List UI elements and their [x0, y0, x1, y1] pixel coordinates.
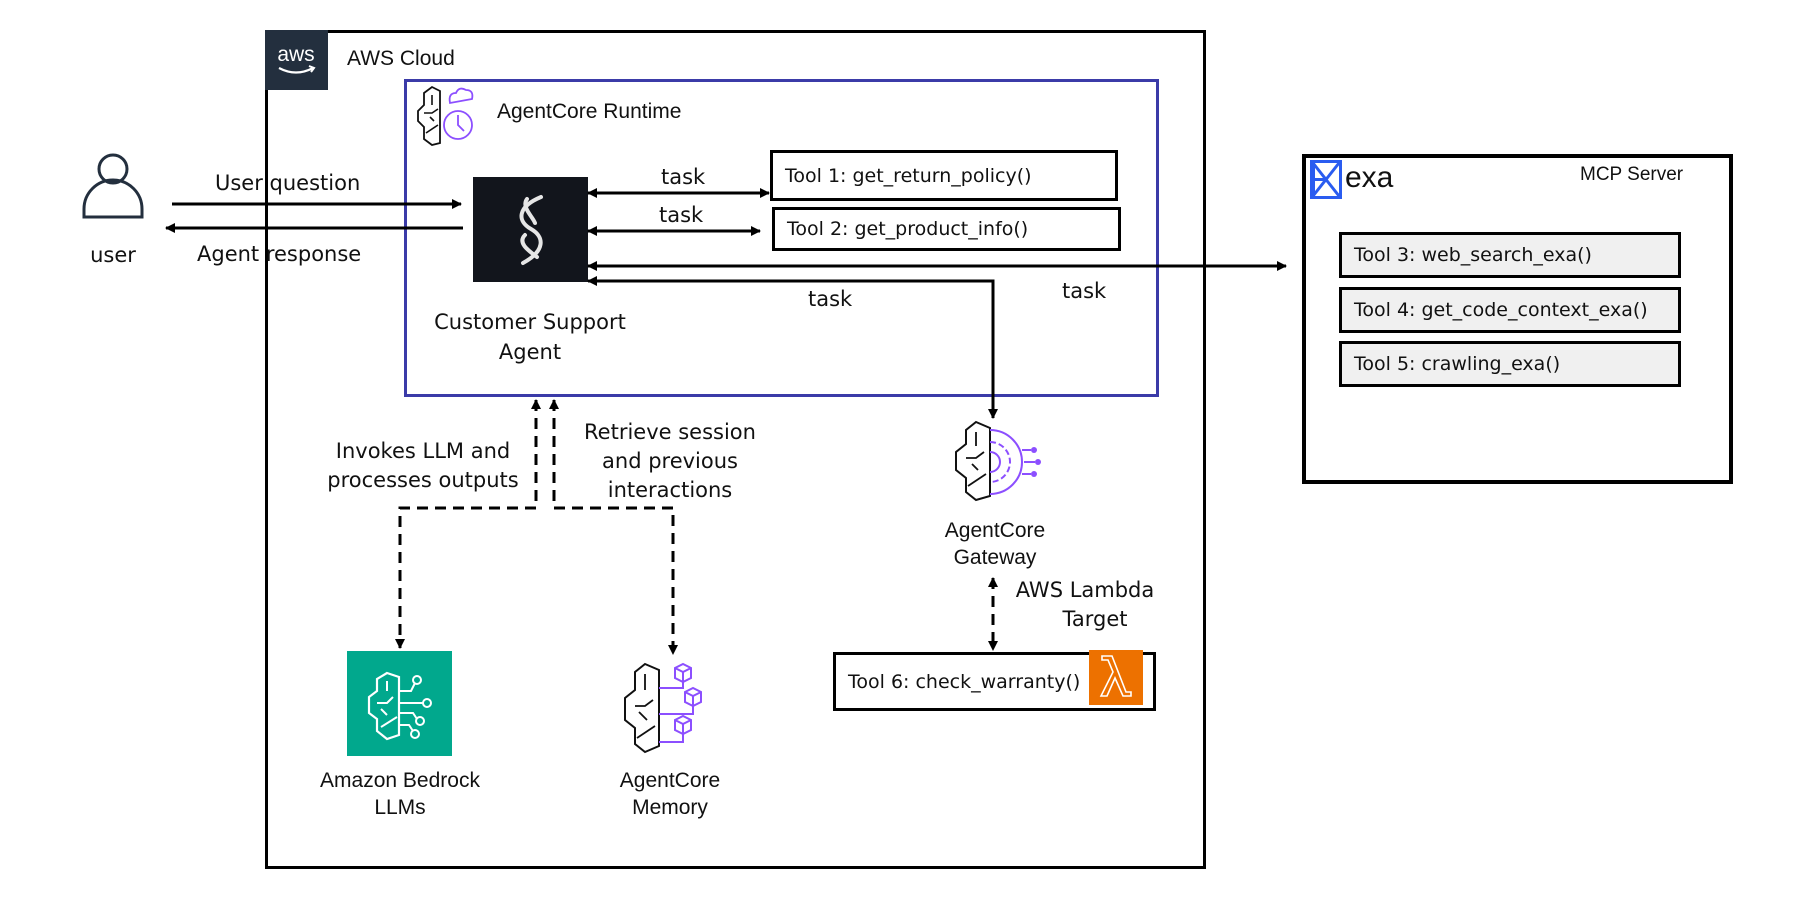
aws-lambda-icon: [1089, 650, 1143, 705]
agentcore-runtime-title: AgentCore Runtime: [497, 100, 682, 123]
user-label: user: [90, 243, 136, 267]
exa-logo-icon: [1310, 160, 1342, 199]
agent-label-line2: Agent: [498, 340, 562, 364]
aws-cloud-title: AWS Cloud: [347, 47, 455, 70]
strands-agent-icon: [519, 195, 543, 265]
agentcore-memory-icon: [624, 662, 702, 754]
gateway-task-arrow: [587, 276, 998, 419]
task-label-tool2: task: [659, 203, 704, 227]
task-label-tool1: task: [661, 165, 706, 189]
bedrock-dashed-arrow: [395, 399, 541, 649]
customer-support-agent[interactable]: [473, 177, 588, 282]
tool-2-get-product-info[interactable]: Tool 2: get_product_info(): [772, 207, 1121, 251]
memory-label-line2: Memory: [632, 796, 708, 819]
tool-5-crawling-exa[interactable]: Tool 5: crawling_exa(): [1339, 341, 1681, 387]
user-icon: [82, 153, 144, 219]
aws-cloud-boundary: [265, 30, 1206, 869]
exa-brand-text: exa: [1345, 161, 1394, 194]
user-question-label: User question: [215, 171, 361, 195]
agent-response-label: Agent response: [197, 242, 362, 266]
mcp-server-boundary: [1302, 154, 1733, 484]
gateway-label-line1: AgentCore: [944, 519, 1046, 542]
aws-logo: aws: [265, 30, 328, 90]
agentcore-runtime-icon: [417, 85, 474, 146]
lambda-target-label-line1: AWS Lambda: [1015, 578, 1155, 602]
task-label-mcp: task: [1062, 279, 1107, 303]
bedrock-label-line2: LLMs: [374, 796, 426, 819]
tool-1-get-return-policy[interactable]: Tool 1: get_return_policy(): [770, 150, 1118, 201]
tool-4-get-code-context-exa[interactable]: Tool 4: get_code_context_exa(): [1339, 287, 1681, 333]
tool-3-web-search-exa[interactable]: Tool 3: web_search_exa(): [1339, 232, 1681, 278]
memory-dashed-arrow: [549, 399, 678, 655]
tool-6-label: Tool 6: check_warranty(): [848, 670, 1081, 693]
aws-logo-icon: aws: [277, 43, 316, 74]
agentcore-gateway-icon: [955, 420, 1041, 502]
bedrock-label-line1: Amazon Bedrock: [320, 769, 480, 792]
memory-label-line1: AgentCore: [619, 769, 721, 792]
amazon-bedrock-icon: [347, 651, 452, 756]
lambda-target-label-line2: Target: [1062, 607, 1128, 631]
gateway-label-line2: Gateway: [953, 546, 1037, 569]
aws-logo-text: aws: [277, 43, 314, 66]
mcp-server-title: MCP Server: [1580, 164, 1684, 185]
